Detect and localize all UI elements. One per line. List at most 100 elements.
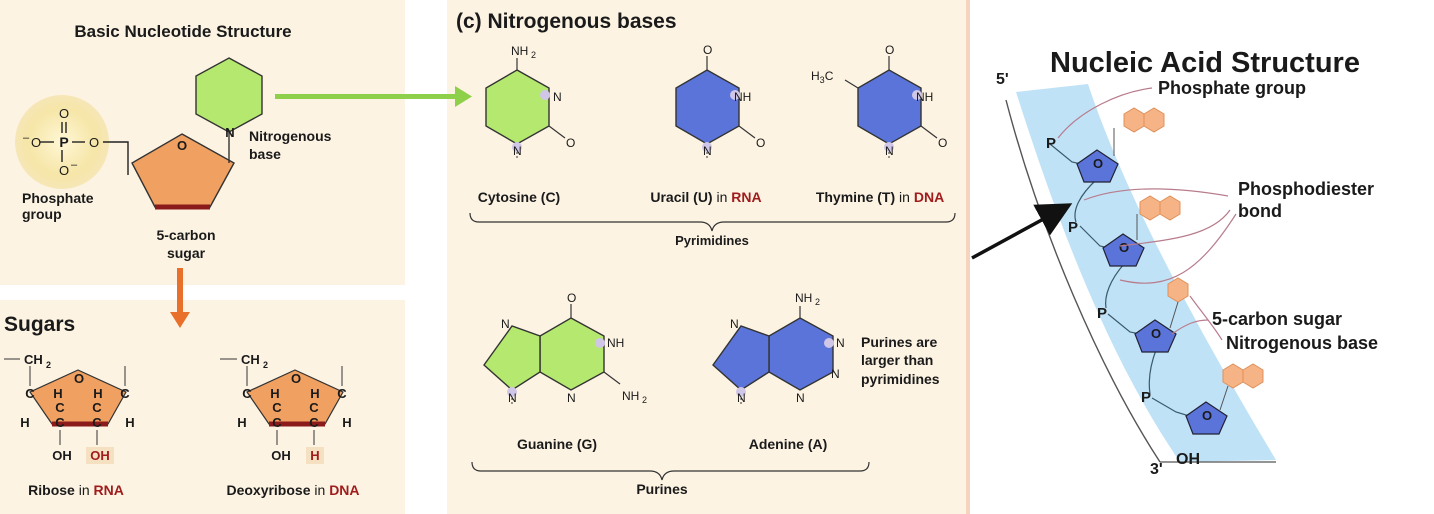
deoxy-H3: H [237,415,246,430]
nitrogenous-bases-diagram: (c) Nitrogenous bases NH 2 N O N Cytosin… [456,10,956,497]
deoxyribose-structure: CH 2 O C C H H H H C C C C OH H Deoxyrib… [220,352,360,498]
deoxy-C6: C [309,415,319,430]
base-label-1: Nitrogenous [249,128,332,144]
adenine-label: Adenine (A) [749,436,828,452]
purines-brace [471,461,870,481]
uracil-structure: O NH O N Uracil (U) in RNA [650,43,765,205]
svg-text:O: O [1151,326,1161,341]
thymine-label: Thymine (T) in DNA [816,189,944,205]
guanine-N9: N [508,391,517,405]
basic-nucleotide-diagram: Basic Nucleotide Structure P O O O – O –… [15,22,472,328]
nucleic-P-4: P [1141,389,1151,406]
purines-note-1: Purines are [861,334,937,350]
thymine-O-top: O [885,43,894,57]
phosphate-O-left: O [31,135,41,150]
cytosine-label: Cytosine (C) [478,189,560,205]
base-label-2: base [249,146,281,162]
deoxy-H4: H [342,415,351,430]
adenine-N1: N [836,336,845,350]
adenine-NH2-sub: 2 [815,297,820,307]
ribose-C6: C [92,415,102,430]
strand-band [1016,84,1276,462]
nucleic-sugar-label: 5-carbon sugar [1212,309,1342,329]
deoxy-C2: C [272,400,282,415]
deoxy-OH: OH [271,448,291,463]
nucleic-bases [1123,107,1264,389]
guanine-NH: NH [607,336,624,350]
sugars-title: Sugars [4,313,75,336]
ribose-H3: H [20,415,29,430]
adenine-N3: N [831,367,840,381]
deoxy-C3: C [309,400,319,415]
panel-gap [405,0,447,514]
ribose-C5: C [55,415,65,430]
base-hexagon [195,57,263,133]
ribose-C4: C [120,386,130,401]
ribose-OH: OH [52,448,72,463]
thymine-N1: N [885,144,894,158]
ribose-OH-highlight: OH [90,448,110,463]
guanine-structure: O NH N NH 2 N N Guanine (G) [483,291,647,452]
nucleic-P-2: P [1068,219,1078,236]
guanine-NH2-sub: 2 [642,395,647,405]
phosphate-O-bottom: O [59,163,69,178]
cytosine-O: O [566,136,575,150]
uracil-NH: NH [734,90,751,104]
thymine-O: O [938,136,947,150]
ribose-C3: C [92,400,102,415]
purines-label: Purines [636,481,688,497]
nucleic-sugar-2: O [1102,233,1145,267]
phosphate-minus-bottom: – [71,159,78,171]
adenine-N4: N [796,391,805,405]
adenine-N7: N [730,317,739,331]
ribose-ring-O: O [74,371,84,386]
deoxy-C1: C [242,386,252,401]
pointer-arrow [971,203,1073,260]
svg-text:O: O [1093,156,1103,171]
nucleic-phosphate-label: Phosphate group [1158,78,1306,98]
thymine-NH: NH [916,90,933,104]
ribose-C2: C [55,400,65,415]
bases-title: (c) Nitrogenous bases [456,10,677,33]
nucleic-P-3: P [1097,305,1107,322]
pyrimidines-label: Pyrimidines [675,233,749,248]
phosphate-label-1: Phosphate [22,190,94,206]
thymine-H3C: H3C [811,69,834,85]
ribose-C1: C [25,386,35,401]
cytosine-N1: N [513,144,522,158]
ribose-label: Ribose in RNA [28,482,124,498]
uracil-N1: N [703,144,712,158]
guanine-NH2: NH [622,389,639,403]
deoxy-H2: H [310,386,319,401]
sugar-label-1: 5-carbon [156,227,215,243]
phosphate-P: P [59,134,68,150]
nucleic-sugar-4: O [1185,401,1228,435]
uracil-O: O [756,136,765,150]
guanine-O: O [567,291,576,305]
cytosine-NH2-sub: 2 [531,50,536,60]
nucleic-phosphodiester-1: Phosphodiester [1238,179,1374,199]
pyrimidines-brace [469,212,956,232]
phosphate-label-2: group [22,206,62,222]
deoxy-C5: C [272,415,282,430]
svg-text:O: O [1202,408,1212,423]
deoxyribose-label: Deoxyribose in DNA [226,482,359,498]
nucleic-sugar-1: O [1076,149,1119,183]
cytosine-structure: NH 2 N O N Cytosine (C) [478,44,576,205]
nucleic-sugar-3: O [1134,319,1177,353]
base-ring-N: N [225,125,234,140]
uracil-O-top: O [703,43,712,57]
nucleic-acid-diagram: Nucleic Acid Structure 5' 3' OH O O O O [971,47,1378,478]
nucleic-base-label: Nitrogenous base [1226,333,1378,353]
thymine-structure: O H3C NH O N Thymine (T) in DNA [811,43,947,205]
nucleotide-title: Basic Nucleotide Structure [74,22,291,41]
adenine-NH2: NH [795,291,812,305]
orange-arrow [170,268,190,328]
nucleic-title: Nucleic Acid Structure [1050,47,1360,79]
green-arrow [275,86,472,107]
deoxy-C4: C [337,386,347,401]
phosphate-O-top: O [59,106,69,121]
ribose-H1: H [53,386,62,401]
adenine-structure: NH 2 N N N N N Adenine (A) [712,291,845,452]
